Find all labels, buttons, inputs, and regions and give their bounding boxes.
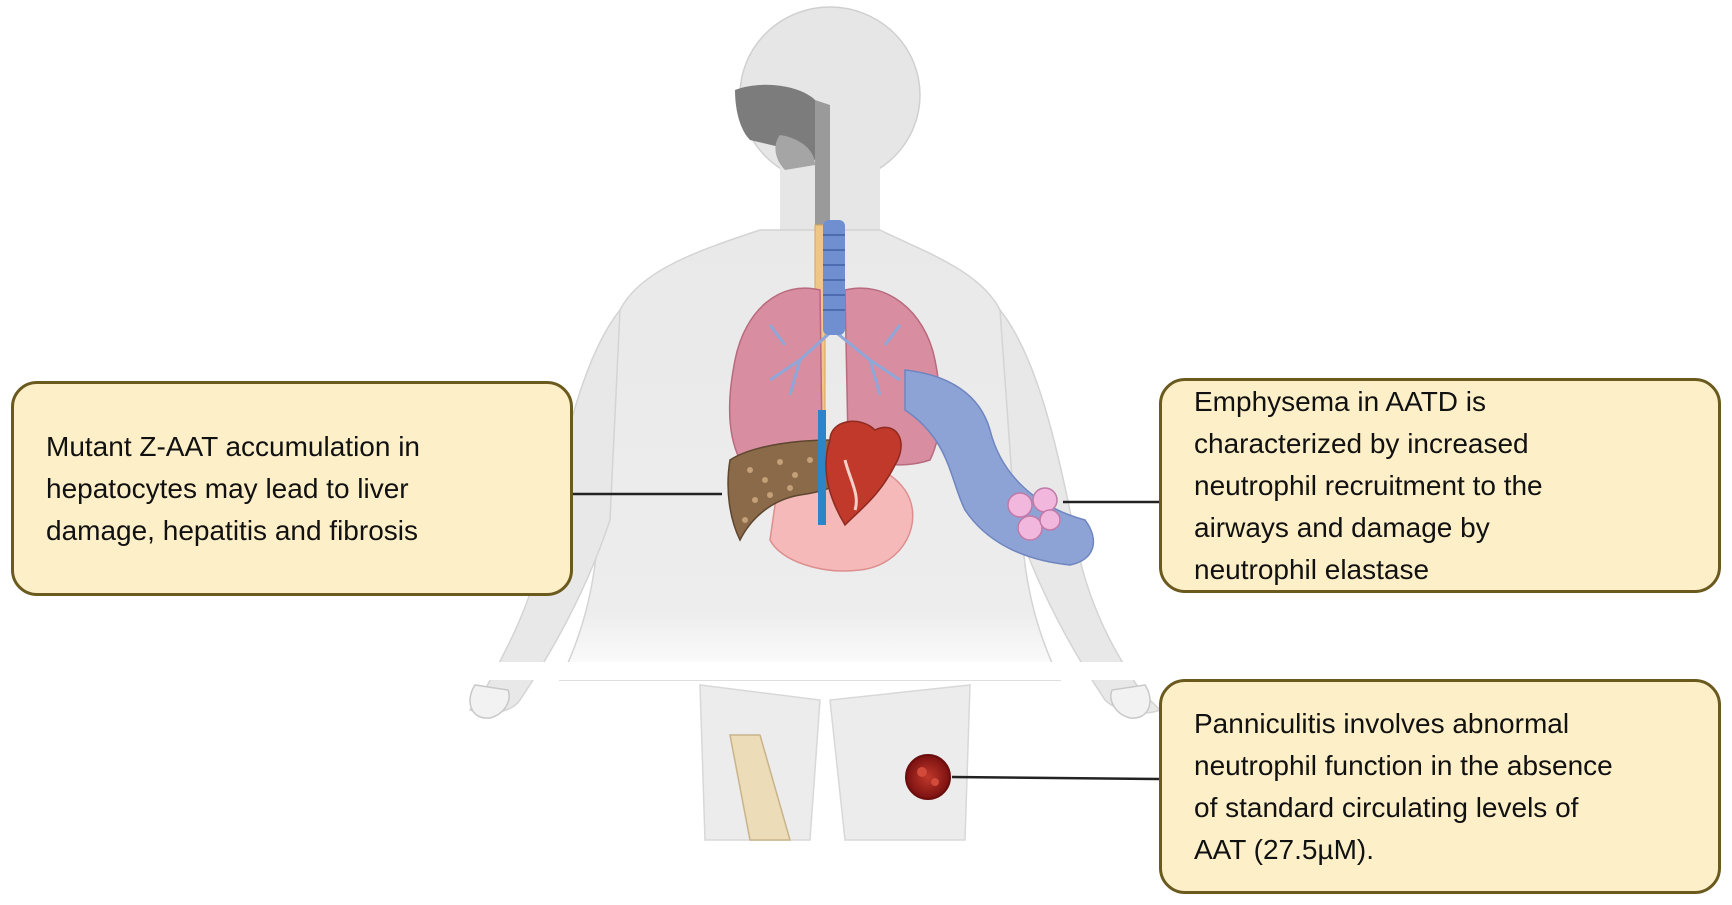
panniculitis-callout-text: Panniculitis involves abnormal neutrophi… xyxy=(1194,707,1613,865)
lungs-icon xyxy=(728,287,942,466)
liver-callout: Mutant Z-AAT accumulation in hepatocytes… xyxy=(11,381,573,596)
connector-skin xyxy=(951,775,1160,781)
liver-callout-text: Mutant Z-AAT accumulation in hepatocytes… xyxy=(46,430,421,546)
airway-icon xyxy=(735,84,830,230)
heart-icon xyxy=(825,420,902,527)
neutrophil-icon xyxy=(1007,487,1061,541)
bronchus-zoom-icon xyxy=(904,369,1095,566)
emphysema-callout-text: Emphysema in AATD is characterized by in… xyxy=(1194,385,1543,585)
emphysema-callout: Emphysema in AATD is characterized by in… xyxy=(1159,378,1721,593)
panniculitis-callout: Panniculitis involves abnormal neutrophi… xyxy=(1159,679,1721,894)
bone-icon xyxy=(729,734,791,841)
trachea-icon xyxy=(823,220,845,335)
vessel-icon xyxy=(818,410,826,525)
skin-lesion-icon xyxy=(905,754,951,800)
